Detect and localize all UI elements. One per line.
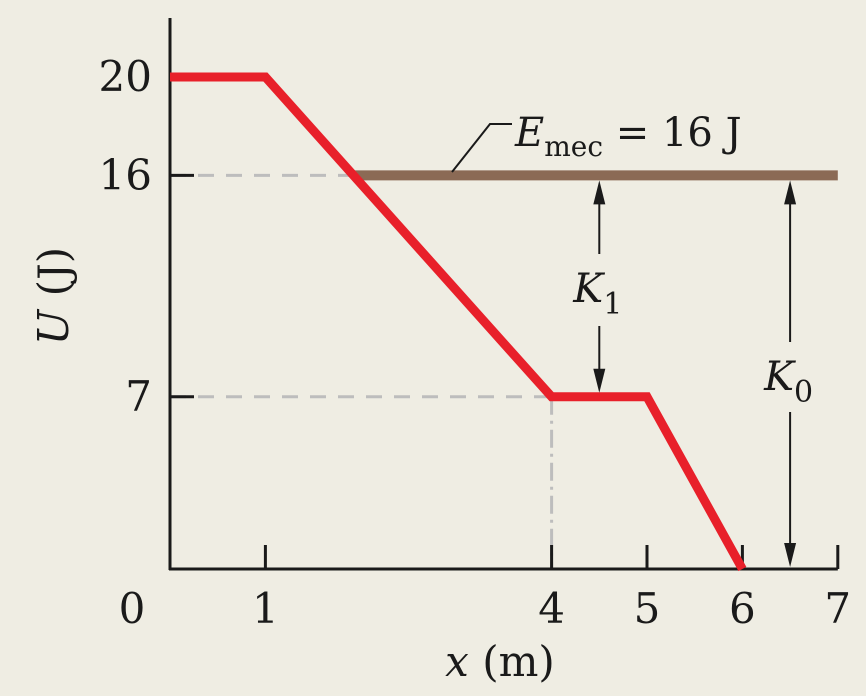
y-tick-label-7: 7	[125, 372, 152, 421]
reference-lines	[170, 173, 554, 569]
potential-curve	[170, 72, 747, 572]
x-tick-label-1: 1	[252, 584, 279, 633]
k1-label: K1	[572, 266, 622, 322]
x-tick-label-5: 5	[634, 584, 661, 633]
x-axis-title: x (m)	[445, 637, 555, 686]
y-axis-title: U (J)	[29, 247, 78, 345]
emec-leader-line	[451, 123, 512, 173]
k0-arrow	[784, 180, 797, 567]
k1-arrow	[593, 180, 606, 393]
y-tick-label-20: 20	[99, 52, 152, 101]
k0-arrow-head-top	[784, 180, 797, 205]
axes	[168, 18, 840, 571]
x-tick-label-0: 0	[119, 584, 146, 633]
emec-label: Emec = 16 J	[514, 110, 742, 163]
k1-arrow-head-top	[593, 180, 606, 205]
x-tick-label-7: 7	[824, 584, 851, 633]
k0-arrow-head-bottom	[784, 543, 797, 567]
k0-label: K0	[763, 354, 813, 410]
k1-arrow-head-bottom	[593, 368, 606, 393]
y-tick-label-16: 16	[99, 150, 152, 199]
x-tick-label-6: 6	[729, 584, 756, 633]
x-tick-label-4: 4	[538, 584, 565, 633]
data-marks	[170, 72, 838, 572]
